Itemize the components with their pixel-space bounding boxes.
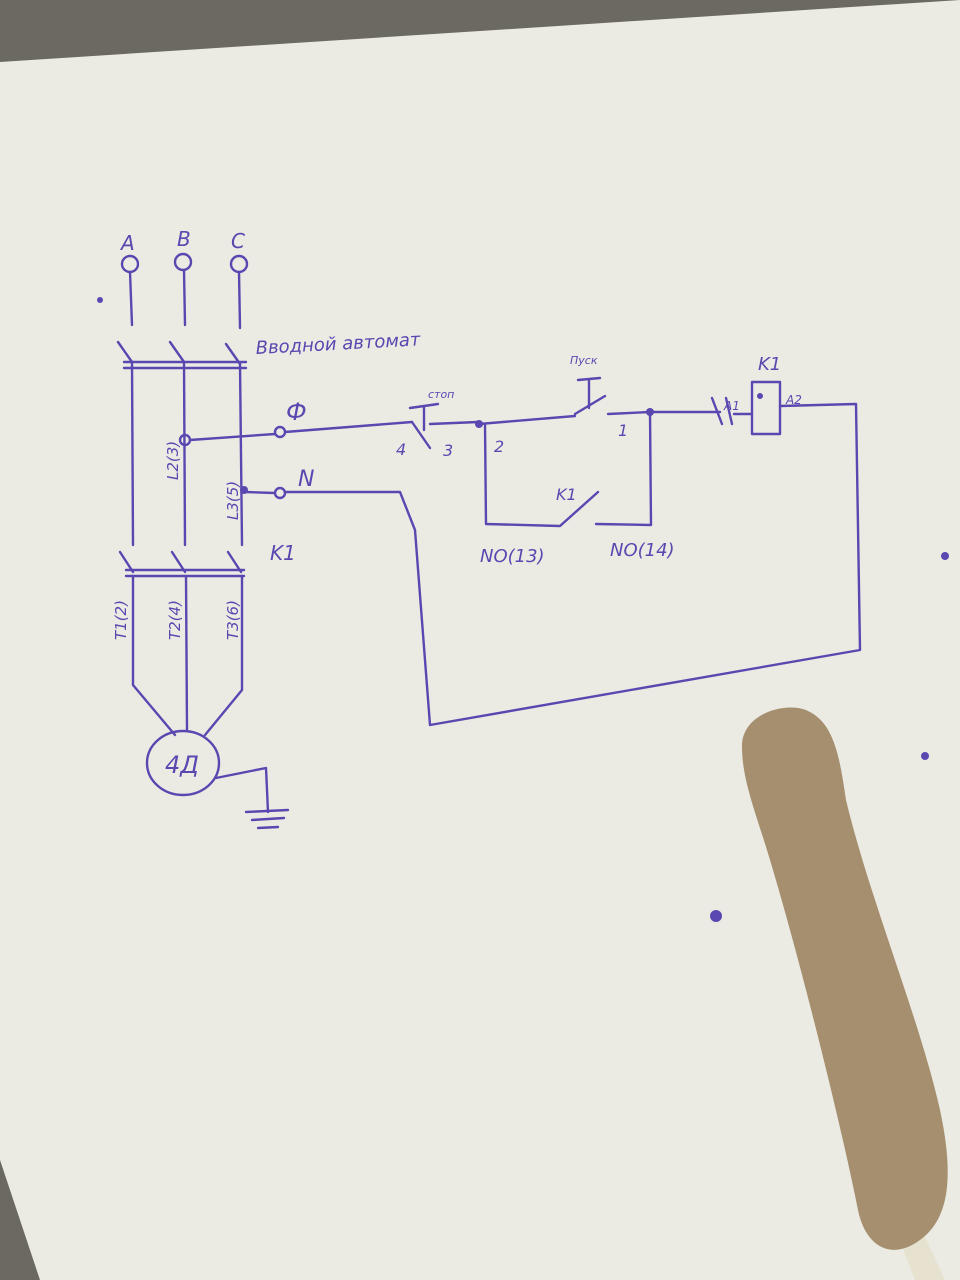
phase-to-stop-wire — [283, 420, 414, 434]
t3-terminal-label: T3(6) — [224, 600, 242, 640]
phase-feed-wire — [188, 432, 277, 442]
ground-icon — [244, 808, 290, 830]
supply-phases: A B C — [119, 227, 249, 330]
speck — [921, 752, 929, 760]
l3-terminal-label: L3(5) — [224, 481, 242, 520]
thermal-contact-symbol — [710, 396, 734, 426]
phase-a-wire — [128, 270, 134, 327]
phase-c-wire — [237, 270, 242, 330]
coil-dot — [757, 393, 763, 399]
node-3-label: 3 — [443, 441, 453, 460]
stop-label: стоп — [428, 388, 454, 401]
stop-to-node2-wire — [428, 420, 480, 426]
motor: 4Д — [145, 729, 290, 830]
phase-a-label: A — [119, 231, 135, 255]
start-to-node1-wire — [606, 410, 652, 416]
l2-terminal-label: L2(3) — [164, 441, 182, 480]
no14-label: NO(14) — [610, 540, 675, 561]
start-label: Пуск — [570, 354, 598, 367]
node2-to-start-wire — [477, 414, 577, 426]
aux-contact-label: K1 — [556, 485, 577, 504]
screwdriver — [742, 707, 948, 1280]
stop-button-symbol — [408, 402, 440, 450]
neutral-feed-wire — [244, 490, 277, 495]
phase-b-wire — [182, 268, 187, 327]
start-button-symbol — [573, 376, 607, 416]
neutral-label: N — [298, 467, 314, 492]
speck — [941, 552, 949, 560]
no13-label: NO(13) — [480, 546, 545, 567]
aux-branch-wire — [483, 410, 653, 528]
phase-b-label: B — [177, 227, 191, 251]
input-breaker: Вводной автомат L2(3) L3(5) — [116, 329, 421, 547]
a2-label: A2 — [785, 393, 802, 407]
ground-wire — [214, 766, 270, 814]
node-1-label: 1 — [618, 421, 628, 440]
node-4-label: 4 — [396, 440, 406, 459]
motor-symbol — [145, 729, 221, 797]
speck — [710, 910, 722, 922]
a1-label: A1 — [723, 399, 740, 413]
breaker-pole-a — [130, 360, 135, 547]
control-circuit: Ф стоп 4 3 2 Пуск 1 K1 NO(13) NO(14) A1 … — [188, 354, 862, 727]
breaker-pole-b — [182, 360, 187, 547]
ink-specks — [97, 297, 949, 922]
t2-terminal-label: T2(4) — [166, 600, 184, 640]
motor-feed-wires — [131, 574, 244, 737]
coil-label: K1 — [758, 354, 781, 375]
speck — [97, 297, 103, 303]
breaker-pole-c — [238, 362, 244, 547]
phase-label: Ф — [286, 398, 307, 426]
phase-c-label: C — [231, 229, 245, 253]
node-2-label: 2 — [494, 437, 504, 456]
motor-label: 4Д — [165, 751, 199, 779]
breaker-contacts — [116, 340, 242, 366]
main-contactor: K1 T1(2) T2(4) T3(6) — [112, 541, 296, 737]
return-wire — [283, 402, 862, 727]
screwdriver-handle — [742, 707, 948, 1250]
coil-symbol — [750, 380, 782, 436]
contactor-contacts — [118, 550, 243, 574]
t1-terminal-label: T1(2) — [112, 600, 130, 640]
contactor-label: K1 — [270, 541, 296, 565]
